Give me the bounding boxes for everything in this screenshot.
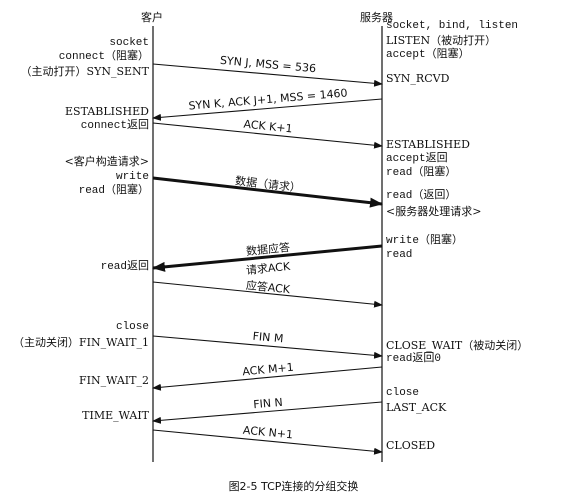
client-label-0: socket	[109, 37, 149, 49]
server-label-7: read（返回）	[386, 190, 457, 202]
server-label-8: <服务器处理请求>	[386, 205, 482, 218]
client-label-1: connect（阻塞）	[58, 51, 149, 63]
client-label-6: write	[115, 171, 149, 183]
server-label-11: CLOSE_WAIT（被动关闭）	[386, 339, 529, 352]
client-label-9: close	[115, 321, 149, 333]
message-arrow-9	[152, 401, 383, 424]
message-arrow-8	[152, 366, 383, 391]
server-header: 服务器	[360, 11, 393, 24]
message-arrow-6	[152, 281, 383, 308]
client-label-10: （主动关闭）FIN_WAIT_1	[13, 336, 149, 349]
client-label-8: read返回	[100, 261, 149, 273]
client-label-2: （主动打开）SYN_SENT	[20, 65, 149, 78]
message-arrow-1	[152, 98, 383, 121]
message-arrow-4	[152, 244, 383, 272]
server-label-13: close	[386, 387, 420, 399]
server-label-14: LAST_ACK	[386, 401, 447, 414]
client-label-4: connect返回	[80, 120, 149, 132]
server-label-0: socket, bind, listen	[386, 20, 519, 32]
server-label-10: read	[386, 249, 413, 261]
server-label-5: accept返回	[386, 153, 448, 165]
message-arrow-3	[152, 176, 383, 208]
message-arrow-2	[152, 122, 383, 149]
message-arrow-0	[152, 63, 383, 87]
message-arrow-7	[152, 335, 383, 359]
client-label-3: ESTABLISHED	[65, 105, 149, 118]
client-label-7: read（阻塞）	[78, 185, 149, 197]
client-header: 客户	[141, 11, 163, 24]
server-label-1: LISTEN（被动打开）	[386, 34, 497, 47]
server-label-2: accept（阻塞）	[386, 49, 470, 61]
server-label-3: SYN_RCVD	[386, 72, 450, 85]
server-label-15: CLOSED	[386, 439, 436, 452]
server-label-6: read（阻塞）	[386, 167, 457, 179]
server-label-12: read返回0	[386, 353, 442, 365]
figure-caption: 图2-5 TCP连接的分组交换	[228, 480, 359, 493]
message-arrow-10	[152, 429, 383, 455]
client-label-11: FIN_WAIT_2	[79, 374, 149, 387]
server-label-9: write（阻塞）	[386, 235, 464, 247]
client-label-12: TIME_WAIT	[82, 409, 149, 422]
server-label-4: ESTABLISHED	[386, 138, 470, 151]
client-label-5: <客户构造请求>	[64, 155, 149, 168]
